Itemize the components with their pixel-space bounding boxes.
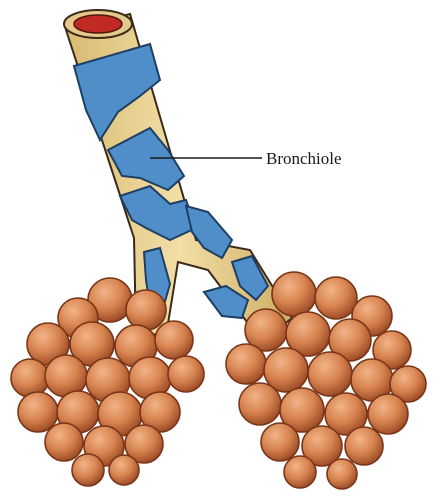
alveolar-sac-left bbox=[11, 278, 204, 486]
lumen-opening bbox=[64, 10, 132, 38]
bronchiole-label: Bronchiole bbox=[266, 149, 342, 168]
